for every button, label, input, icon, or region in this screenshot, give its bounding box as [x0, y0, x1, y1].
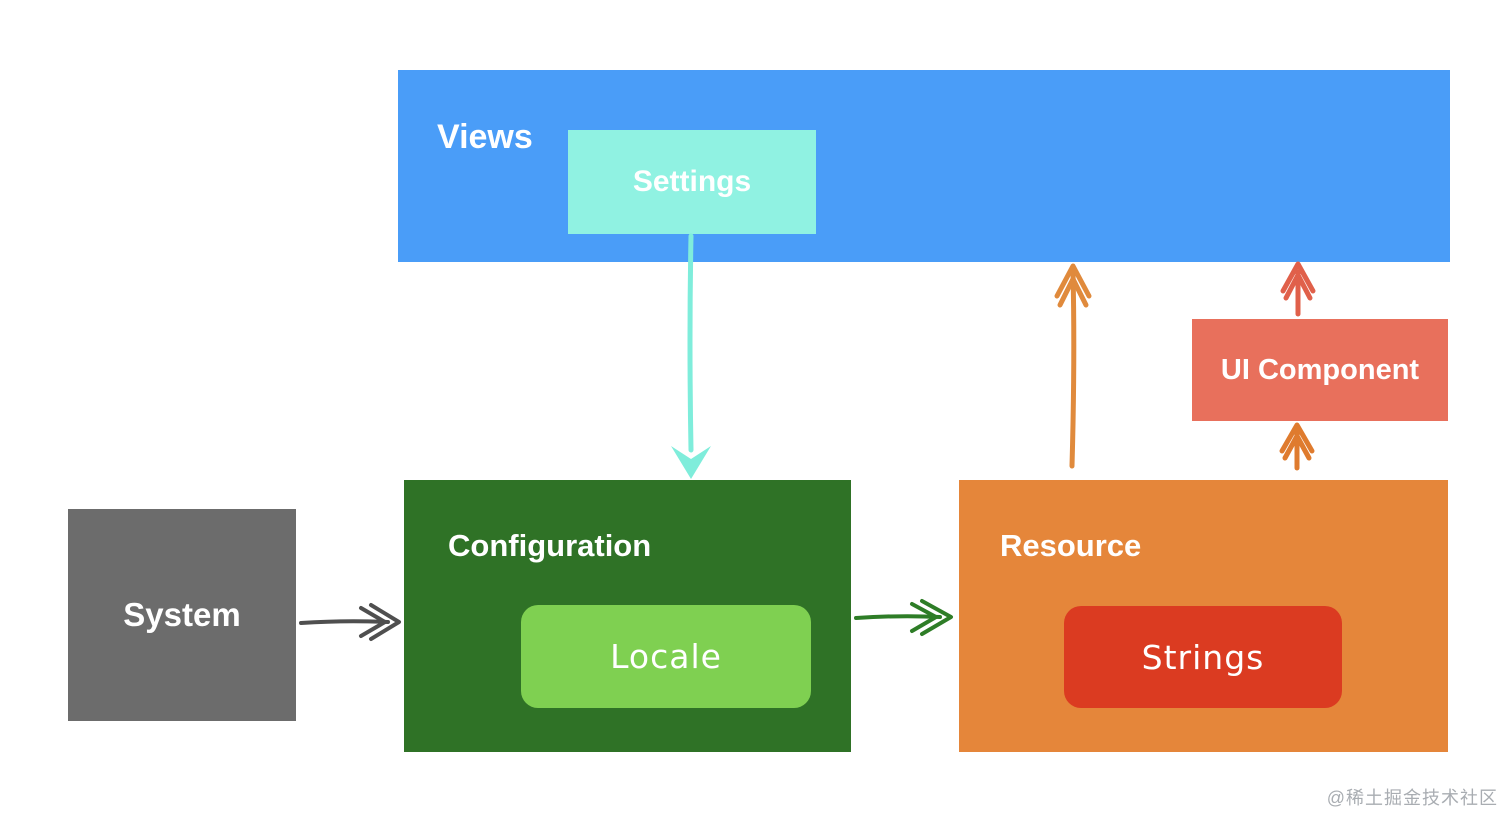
node-configuration-label: Configuration: [448, 528, 652, 563]
node-system-label: System: [123, 596, 241, 633]
node-resource: Resource Strings: [959, 480, 1448, 752]
node-views-label: Views: [437, 118, 533, 156]
arrow-system-to-configuration: [299, 603, 401, 641]
arrow-resource-to-views: [1054, 263, 1092, 469]
arrow-settings-to-configuration: [671, 233, 711, 479]
node-strings: Strings: [1064, 606, 1342, 708]
node-locale: Locale: [521, 605, 811, 708]
node-views: Views Settings: [398, 70, 1450, 262]
node-resource-label: Resource: [1000, 528, 1142, 563]
node-ui-component: UI Component: [1192, 319, 1448, 421]
arrow-resource-to-ui-component: [1279, 422, 1315, 471]
node-locale-label: Locale: [610, 637, 722, 676]
node-settings: Settings: [568, 130, 816, 234]
node-configuration: Configuration Locale: [404, 480, 851, 752]
node-ui-component-label: UI Component: [1220, 353, 1420, 386]
arrow-ui-component-to-views: [1280, 261, 1316, 317]
watermark: @稀土掘金技术社区: [1326, 788, 1498, 808]
node-system: System: [68, 509, 296, 721]
arrow-configuration-to-resource: [854, 599, 953, 636]
node-strings-label: Strings: [1141, 637, 1265, 677]
node-settings-label: Settings: [632, 165, 752, 198]
